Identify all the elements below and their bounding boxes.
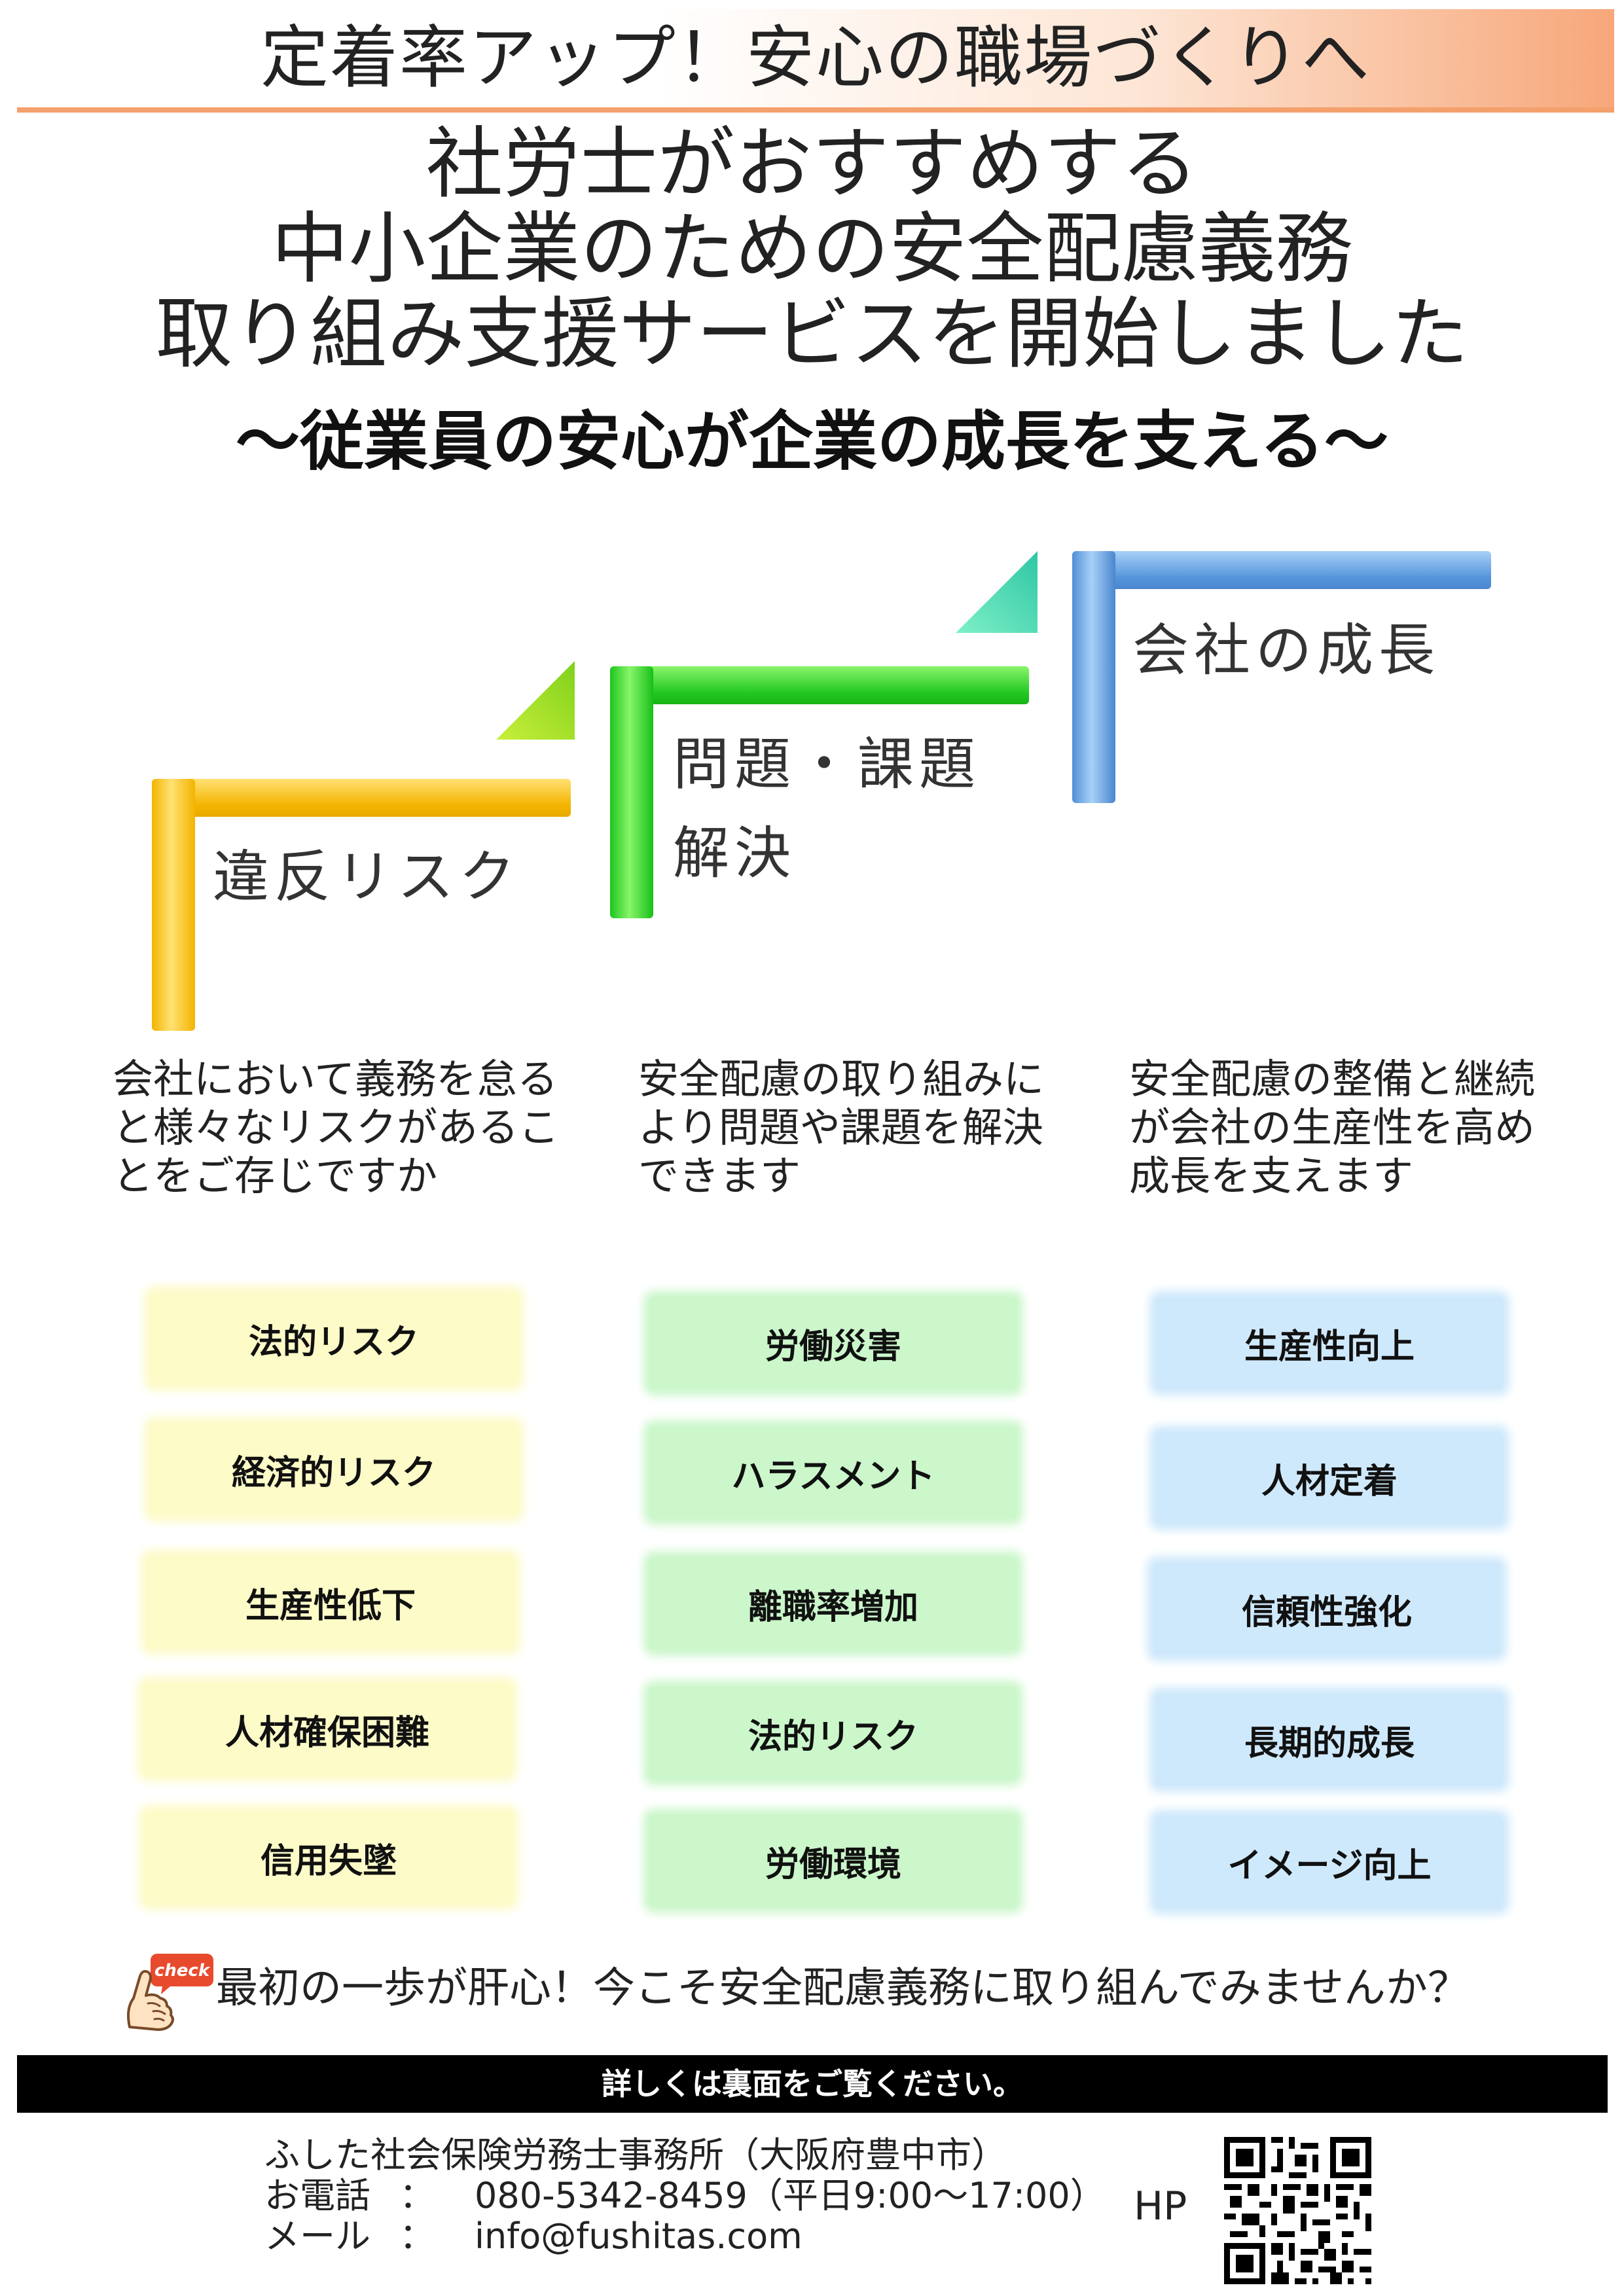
check-badge-text: check <box>154 1961 211 1981</box>
description-solve-line: より問題や課題を解決 <box>638 1103 1043 1151</box>
box-green-3: 離職率増加 <box>650 1558 1017 1649</box>
box-yellow-3: 生産性低下 <box>147 1556 514 1648</box>
box-yellow-4: 人材確保困難 <box>144 1683 511 1775</box>
email-address[interactable]: info@fushitas.com <box>475 2215 803 2257</box>
banner-title: 定着率アップ！安心の職場づくりへ <box>260 18 1371 98</box>
mail-separator: ： <box>399 2215 435 2257</box>
step-label-solve: 解決 <box>673 821 796 886</box>
arrow-triangle-yellow-icon <box>496 661 575 740</box>
arrow-triangle-teal-icon <box>956 551 1038 633</box>
phone-number[interactable]: 080-5342-8459（平日9:00～17:00） <box>475 2175 1106 2216</box>
step-yellow-horizontal <box>152 779 571 817</box>
tagline: ～従業員の安心が企業の成長を支える～ <box>235 404 1389 479</box>
mail-label: メール <box>264 2215 370 2257</box>
box-green-1: 労働災害 <box>650 1297 1017 1389</box>
step-label-growth: 会社の成長 <box>1132 618 1440 683</box>
hp-label: HP <box>1134 2183 1187 2229</box>
description-solve-line: できます <box>638 1152 801 1200</box>
headline-line-2: 中小企業のための安全配慮義務 <box>271 204 1353 294</box>
step-blue-vertical <box>1072 551 1115 803</box>
box-green-4: 法的リスク <box>650 1687 1017 1779</box>
description-risk-line: とをご存じですか <box>113 1152 438 1200</box>
description-risk: 会社において義務を怠る と様々なリスクがあるこ とをご存じですか <box>113 1055 559 1200</box>
pointing-hand-check-icon: check <box>127 1954 213 2031</box>
box-green-2: ハラスメント <box>650 1427 1017 1518</box>
box-blue-5: イメージ向上 <box>1156 1816 1503 1908</box>
headline: 社労士がおすすめする 中小企業のための安全配慮義務 取り組み支援サービスを開始し… <box>0 121 1624 376</box>
step-blue-horizontal <box>1072 551 1491 589</box>
box-yellow-5: 信用失墜 <box>145 1812 512 1903</box>
description-growth: 安全配慮の整備と継続 が会社の生産性を高め 成長を支えます <box>1129 1055 1535 1200</box>
call-to-action-text: 最初の一歩が肝心！今こそ安全配慮義務に取り組んでみませんか？ <box>216 1964 1470 2013</box>
step-green-vertical <box>610 666 653 918</box>
step-label-risk: 違反リスク <box>213 844 520 910</box>
headline-line-1: 社労士がおすすめする <box>425 118 1199 209</box>
description-solve: 安全配慮の取り組みに より問題や課題を解決 できます <box>638 1055 1044 1200</box>
description-growth-line: が会社の生産性を高め <box>1129 1103 1536 1151</box>
box-blue-4: 長期的成長 <box>1156 1694 1503 1785</box>
description-growth-line: 安全配慮の整備と継続 <box>1129 1055 1536 1103</box>
box-blue-1: 生産性向上 <box>1156 1297 1503 1389</box>
office-name: ふした社会保険労務士事務所（大阪府豊中市） <box>264 2134 1007 2176</box>
description-growth-line: 成長を支えます <box>1129 1152 1414 1200</box>
step-yellow-vertical <box>152 779 195 1031</box>
top-banner: 定着率アップ！安心の職場づくりへ <box>17 9 1614 113</box>
see-back-notice-bar: 詳しくは裏面をご覧ください。 <box>17 2055 1608 2113</box>
box-blue-3: 信頼性強化 <box>1153 1563 1500 1655</box>
phone-label: お電話 <box>264 2175 370 2216</box>
qr-code-icon[interactable] <box>1224 2137 1371 2284</box>
box-yellow-1: 法的リスク <box>151 1293 517 1384</box>
box-green-5: 労働環境 <box>650 1815 1017 1907</box>
headline-line-3: 取り組み支援サービスを開始しました <box>155 289 1469 379</box>
box-blue-2: 人材定着 <box>1156 1432 1503 1524</box>
box-yellow-2: 経済的リスク <box>151 1424 517 1515</box>
description-risk-line: と様々なリスクがあるこ <box>113 1103 560 1151</box>
phone-separator: ： <box>399 2175 435 2216</box>
description-risk-line: 会社において義務を怠る <box>113 1055 558 1103</box>
description-solve-line: 安全配慮の取り組みに <box>638 1055 1045 1103</box>
step-green-horizontal <box>610 666 1029 704</box>
step-label-problem: 問題・課題 <box>673 732 981 797</box>
